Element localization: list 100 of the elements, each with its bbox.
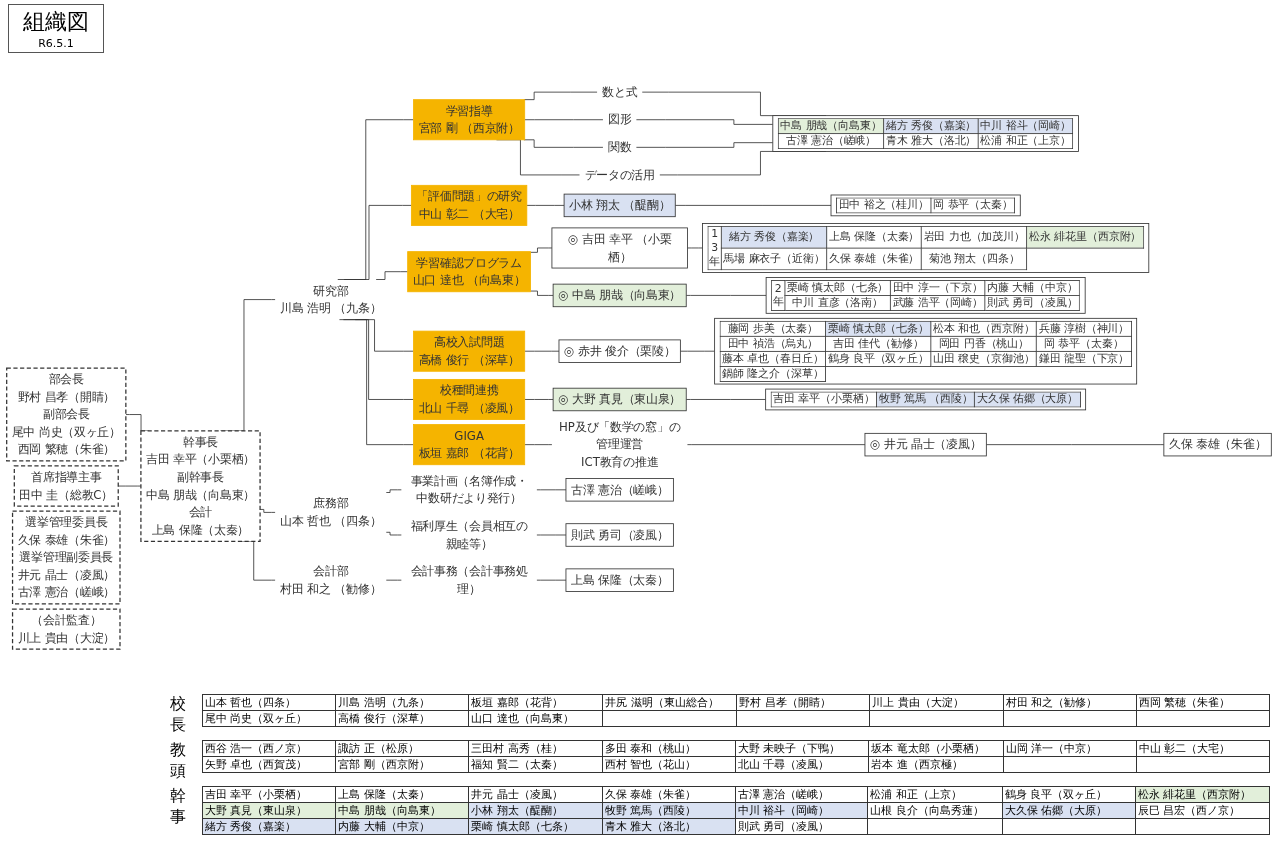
connector [679,350,716,352]
table-cell: 西岡 繁穂（朱雀） [1136,694,1270,711]
row-header: 校長 [170,694,187,736]
node-box: 学習確認プログラム 山口 達也 （向島東） [407,251,531,293]
node-box: ◎ 吉田 幸平 （小栗栖） [551,227,688,269]
connector [636,119,774,125]
node-box: 久保 泰雄（朱雀） [1163,432,1272,457]
table-cell: 大野 未映子（下鴨） [735,740,869,757]
connector [536,534,567,536]
table-cell: 中山 彰二（大宅） [1136,740,1270,757]
node-text: HP及び「数学の窓」の管理運営 ICT教育の推進 [559,419,681,469]
table-cell: 吉田 幸平（小栗栖） [202,786,336,803]
node-box: ◎ 中島 朋哉（向島東） [552,283,687,308]
node-box: 「評価問題」の研究 中山 彰二 （大宅） [410,184,528,226]
connector [536,489,567,491]
connector [524,399,554,400]
node-text: 研究部 川島 浩明 （九条） [280,283,382,315]
connector [385,531,402,536]
node-box: ◎ 井元 晶士（凌風） [864,432,987,457]
connector [687,444,866,446]
table-cell: 山口 達也（向島東） [468,710,603,727]
table-cell: 山岡 洋一（中京） [1003,740,1137,757]
node-box: 幹事長 吉田 幸平（小栗栖） 副幹事長 中島 朋哉（向島東） 会計 上島 保隆（太秦） [140,430,261,542]
table-cell: 川上 貴由（大淀） [870,694,1004,711]
table-cell: 岩本 進（西京極） [868,756,1004,773]
node-box: ◎ 赤井 俊介（栗陵） [558,339,681,363]
node-box: 高校入試問題 高橋 俊行 （深草） [413,330,526,372]
table-cell: 村田 和之（勧修） [1003,694,1137,711]
table-cell: 松永 緋花里（西京附） [1135,786,1270,803]
table-cell: 辰巳 昌宏（西ノ京） [1135,802,1270,819]
node-box: GIGA 板垣 嘉郎 （花背） [413,424,526,466]
connector [523,139,604,148]
table-cell: 宮部 剛（西京附） [335,756,469,773]
node-text: データの活用 [584,167,655,182]
connector [674,205,832,206]
node-box: 古澤 憲治（嵯峨） [565,478,674,502]
node-text: 会計事務（会計事務処理） [410,564,528,596]
node-text: 図形 [607,112,632,126]
table-cell: 山根 良介（向島秀蓮） [867,802,1002,819]
table-cell: 久保 泰雄（朱雀） [602,786,736,803]
node-box: 則武 勇司（凌風） [565,523,674,547]
node-box: 小林 翔太 （醍醐） [563,193,676,218]
table-cell: 西村 智也（花山） [602,756,736,773]
connector [530,290,554,296]
node-text: 事業計画（名簿作成・中数研だより発行） [410,473,528,505]
table-cell: 川島 浩明（九条） [335,694,469,711]
connector [524,350,560,352]
connector [337,119,414,280]
connector [687,247,703,249]
table-cell: 則武 勇司（凌風） [735,818,868,835]
table-cell: 井元 晶士（凌風） [468,786,603,803]
table-cell: 諏訪 正（松原） [335,740,469,757]
table-cell: 西谷 浩一（西ノ京） [202,740,336,757]
node-box: 部会長 野村 昌孝（開睛） 副部会長 尾中 尚史（双ヶ丘） 西岡 繁穂（朱雀） [6,367,127,462]
table-cell: 高橋 俊行（深草） [335,710,469,727]
connector [685,295,767,296]
node-box: （会計監査） 川上 貴由（大淀） [11,608,121,650]
node-text: 関数 [607,140,632,154]
table-cell: 鶴身 良平（双ヶ丘） [1002,786,1136,803]
table-cell: 山本 哲也（四条） [202,694,336,711]
table-cell: 三田村 高秀（桂） [468,740,603,757]
table-cell: 矢野 卓也（西賀茂） [202,756,336,773]
node-text: 会計部 村田 和之 （勧修） [280,564,382,596]
row-header: 幹事 [170,786,187,828]
table-cell: 北山 千尋（凌風） [735,756,869,773]
connector [524,119,604,121]
connector [523,91,598,101]
table-cell: 野村 昌孝（開睛） [736,694,870,711]
connector [985,444,1165,446]
table-cell: 福知 賢二（太秦） [468,756,603,773]
table-cell: 井尻 滋明（東山総合） [602,694,737,711]
node-box: 首席指導主事 田中 圭（総教C） [13,465,119,507]
node-box: 選挙管理委員長 久保 泰雄（朱雀） 選挙管理副委員長 井元 晶士（凌風） 古澤 憲治（嵯峨） [11,510,121,605]
connector [343,205,412,280]
connector [524,444,553,446]
table-cell: 板垣 嘉郎（花背） [468,694,603,711]
table-cell: 多田 泰和（桃山） [602,740,736,757]
connector [375,271,409,280]
row-header: 教頭 [170,740,187,782]
table-cell: 坂本 竜太郎（小栗栖） [868,740,1004,757]
table-cell: 古澤 憲治（嵯峨） [735,786,868,803]
connector [526,205,565,206]
node-box: 校種間連携 北山 千尋 （凌風） [413,378,526,420]
node-text: 福利厚生（会員相互の親睦等） [410,519,528,551]
connector [530,247,553,253]
node-box: ◎ 大野 真見（東山泉） [552,387,687,412]
table-cell: 尾中 尚史（双ヶ丘） [202,710,336,727]
date-label: R6.5.1 [37,37,75,50]
connector [685,399,767,400]
node-text: 庶務部 山本 哲也 （四条） [280,496,382,528]
connector [339,319,414,446]
table-cell: 上島 保隆（太秦） [335,786,469,803]
connector [385,489,402,493]
connector [636,142,774,148]
table-cell: 松浦 和正（上京） [867,786,1002,803]
node-text: 数と式 [602,85,638,99]
node-box: 上島 保隆（太秦） [565,568,674,592]
node-box: 学習指導 宮部 剛 （西京附） [413,99,526,141]
title: 組織図 [23,8,89,36]
connector [536,579,567,581]
